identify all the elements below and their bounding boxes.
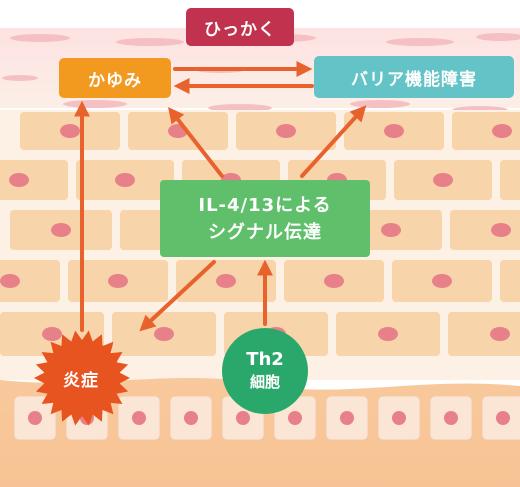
cell-nucleus <box>496 411 510 425</box>
cell-nucleus <box>184 411 198 425</box>
arrow-signal-to-itch <box>168 106 224 178</box>
inflammation-label: 炎症 <box>63 370 99 391</box>
th2-line2: 細胞 <box>249 373 280 391</box>
skin-cell <box>500 160 520 200</box>
cell-nucleus <box>276 124 296 138</box>
skin-cell <box>452 112 520 150</box>
cell-nucleus <box>492 124 512 138</box>
skin-cell <box>450 210 520 250</box>
skin-cell <box>0 160 68 200</box>
epidermis-cells <box>0 112 520 356</box>
th2-line1: Th2 <box>246 349 284 370</box>
cell-nucleus <box>378 327 398 341</box>
cell-nucleus <box>340 411 354 425</box>
arrow-signal-to-barrier <box>300 105 367 178</box>
cell-nucleus <box>324 274 344 288</box>
arrows <box>74 61 367 332</box>
cell-nucleus <box>28 411 42 425</box>
cell-nucleus <box>381 223 401 237</box>
inflammation-burst <box>34 330 130 426</box>
cell-nucleus <box>132 411 146 425</box>
barrier-dysfunction-label: バリア機能障害 <box>314 56 514 98</box>
cell-nucleus <box>42 327 62 341</box>
skin-cell <box>448 312 520 356</box>
cell-nucleus <box>0 274 20 288</box>
cell-nucleus <box>9 173 29 187</box>
cell-nucleus <box>236 411 250 425</box>
skin-cell <box>500 260 520 302</box>
cell-nucleus <box>384 124 404 138</box>
cell-nucleus <box>108 274 128 288</box>
cell-nucleus <box>432 274 452 288</box>
cell-nucleus <box>115 173 135 187</box>
cell-nucleus <box>433 173 453 187</box>
cell-nucleus <box>154 327 174 341</box>
cell-nucleus <box>216 274 236 288</box>
cell-nucleus <box>60 124 80 138</box>
scratch-label: ひっかく <box>186 8 294 46</box>
il4-13-signaling-box: IL-4/13による シグナル伝達 <box>160 180 370 257</box>
cell-nucleus <box>51 223 71 237</box>
arrow-signal-to-inflammation <box>139 260 216 332</box>
cell-nucleus <box>490 327 510 341</box>
skin-cell <box>0 260 60 302</box>
itch-label: かゆみ <box>59 58 171 98</box>
signaling-line1: IL-4/13による <box>198 194 332 216</box>
cell-nucleus <box>288 411 302 425</box>
signaling-line2: シグナル伝達 <box>208 221 322 243</box>
cell-nucleus <box>444 411 458 425</box>
cell-nucleus <box>491 223 511 237</box>
cell-nucleus <box>392 411 406 425</box>
th2-cell: Th2 細胞 <box>222 328 308 414</box>
